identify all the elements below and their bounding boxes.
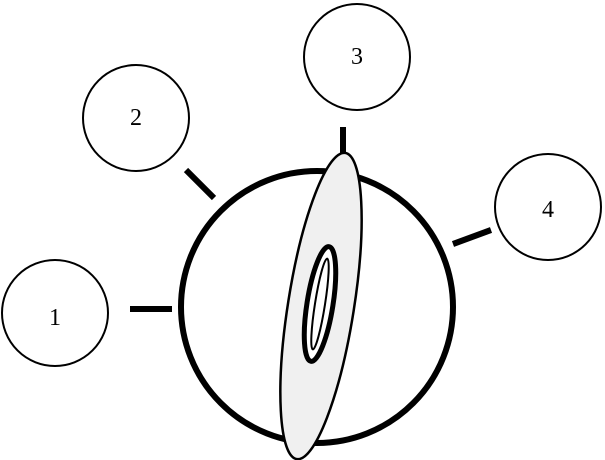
position-label-4: 4 (542, 197, 554, 223)
position-marker-1: 1 (1, 259, 109, 367)
tick-mark-2 (183, 167, 217, 201)
position-circle-3 (303, 3, 411, 111)
position-label-3: 3 (351, 44, 363, 70)
position-marker-2: 2 (82, 64, 190, 172)
position-circle-4 (494, 153, 602, 261)
tick-mark-4 (451, 227, 493, 247)
selector-knob[interactable] (264, 148, 378, 460)
position-marker-4: 4 (494, 153, 602, 261)
position-marker-3: 3 (303, 3, 411, 111)
position-circle-1 (1, 259, 109, 367)
knob-slot-inner (310, 257, 330, 351)
position-label-2: 2 (130, 105, 142, 131)
position-label-1: 1 (49, 305, 61, 331)
position-circle-2 (82, 64, 190, 172)
